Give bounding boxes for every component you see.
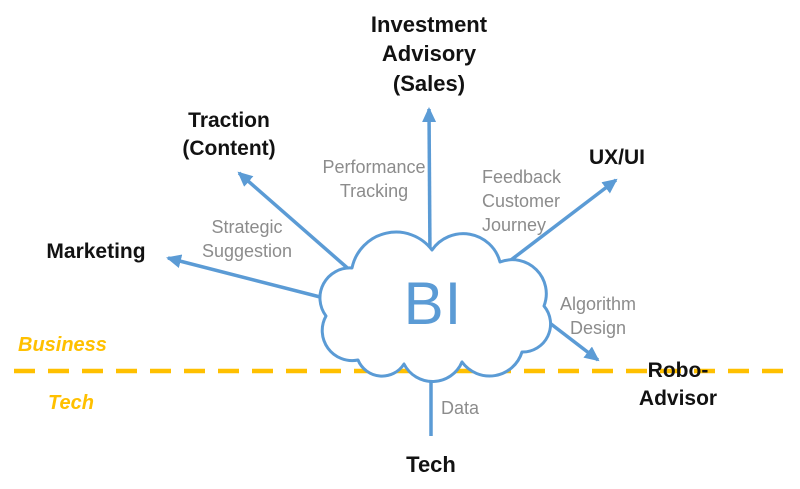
node-label-robo-advisor: Robo-Advisor — [638, 359, 718, 410]
edge-label-strategic-suggestion: Strategic Suggestion — [201, 217, 293, 261]
bi-label: BI — [403, 270, 463, 337]
node-label-traction: Traction (Content) — [182, 109, 276, 160]
edge-label-feedback-customer-journey: Feedback Customer Journey — [482, 167, 562, 235]
divider-label-business: Business — [18, 334, 107, 356]
node-label-tech: Tech — [406, 452, 456, 477]
edge-label-data: Data — [441, 398, 480, 418]
arrow-to-marketing — [166, 254, 329, 301]
node-label-ux-ui: UX/UI — [588, 146, 646, 169]
arrow-to-ux-ui — [505, 178, 618, 265]
arrow-to-investment-advisory — [422, 107, 437, 259]
node-label-marketing: Marketing — [46, 240, 146, 263]
edge-label-algorithm-design: Algorithm Design — [559, 294, 637, 338]
bi-cloud — [318, 230, 552, 383]
divider-label-tech: Tech — [48, 392, 94, 414]
edge-label-performance-tracking: Performance Tracking — [322, 157, 426, 201]
node-label-investment-advisory: Investment Advisory (Sales) — [370, 12, 488, 96]
arrow-to-traction — [237, 171, 354, 274]
